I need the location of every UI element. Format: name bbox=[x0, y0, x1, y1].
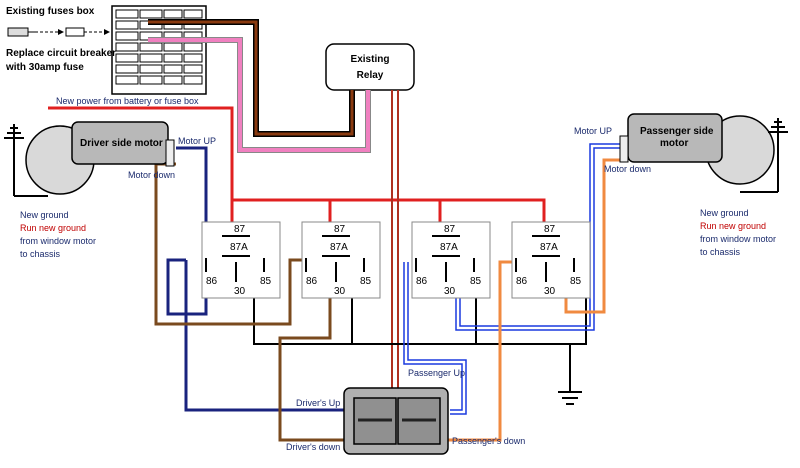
relay-3-pin-30: 30 bbox=[444, 286, 456, 297]
passenger-motor: Passenger side motor bbox=[619, 113, 788, 193]
passenger-ground-line2: Run new ground bbox=[700, 221, 766, 231]
relay-1-pin-86: 86 bbox=[206, 276, 218, 287]
fuse-box-title: Existing fuses box bbox=[6, 6, 95, 17]
passenger-motor-title-line1: Passenger side bbox=[640, 126, 714, 137]
relay-3-pin-87: 87 bbox=[444, 224, 456, 235]
relay-4-pin-30: 30 bbox=[544, 286, 556, 297]
relay-2-pin-87: 87 bbox=[334, 224, 346, 235]
relay-to-switch-wire bbox=[391, 90, 399, 388]
driver-up-wire bbox=[166, 146, 346, 412]
passenger-ground-line3: from window motor bbox=[700, 234, 776, 244]
passenger-motor-title-line2: motor bbox=[660, 138, 688, 149]
chassis-ground-icon bbox=[558, 391, 582, 405]
passenger-motor-up-label: Motor UP bbox=[574, 126, 612, 136]
relay-3-pin-86: 86 bbox=[416, 276, 428, 287]
existing-relay: Existing Relay bbox=[325, 43, 415, 91]
passengers-down-label: Passenger's down bbox=[452, 436, 525, 446]
relay-4-pin-85: 85 bbox=[570, 276, 582, 287]
breaker-note-line2: with 30amp fuse bbox=[5, 62, 84, 73]
fuse-to-relay-brown-wire bbox=[148, 19, 355, 137]
existing-relay-line1: Existing bbox=[351, 54, 390, 65]
passenger-ground-line4: to chassis bbox=[700, 247, 741, 257]
relay-2-pin-85: 85 bbox=[360, 276, 372, 287]
passenger-ground-line1: New ground bbox=[700, 208, 749, 218]
passenger-up-wire bbox=[403, 143, 620, 415]
existing-relay-line2: Relay bbox=[357, 70, 384, 81]
driver-motor-up-label: Motor UP bbox=[178, 136, 216, 146]
driver-ground-line2: Run new ground bbox=[20, 223, 86, 233]
driver-motor-down-label: Motor down bbox=[128, 170, 175, 180]
driver-ground-line4: to chassis bbox=[20, 249, 61, 259]
relay-4-pin-87a: 87A bbox=[540, 242, 558, 253]
relay-2-pin-30: 30 bbox=[334, 286, 346, 297]
relay-4-pin-86: 86 bbox=[516, 276, 528, 287]
relay-1-pin-30: 30 bbox=[234, 286, 246, 297]
relay-3-pin-87a: 87A bbox=[440, 242, 458, 253]
relay-2-pin-86: 86 bbox=[306, 276, 318, 287]
relay-1-pin-87: 87 bbox=[234, 224, 246, 235]
driver-ground-line1: New ground bbox=[20, 210, 69, 220]
drivers-up-label: Driver's Up bbox=[296, 398, 340, 408]
breaker-note-line1: Replace circuit breaker bbox=[6, 48, 116, 59]
circuit-breaker-icon bbox=[7, 27, 110, 37]
relay-2-pin-87a: 87A bbox=[330, 242, 348, 253]
relay-1-pin-87a: 87A bbox=[230, 242, 248, 253]
relay-4: 87 87A 86 30 85 bbox=[511, 221, 591, 299]
window-switch[interactable] bbox=[343, 387, 449, 455]
relay-1: 87 87A 86 30 85 bbox=[201, 221, 281, 299]
fuse-to-relay-pink-wire bbox=[148, 37, 371, 153]
passenger-up-label: Passenger Up bbox=[408, 368, 465, 378]
relay-3-pin-85: 85 bbox=[470, 276, 482, 287]
relay-2: 87 87A 86 30 85 bbox=[301, 221, 381, 299]
driver-ground-icon bbox=[4, 124, 48, 197]
driver-motor-title: Driver side motor bbox=[80, 138, 163, 149]
drivers-down-label: Driver's down bbox=[286, 442, 340, 452]
relay-4-pin-87: 87 bbox=[544, 224, 556, 235]
passenger-ground-icon bbox=[740, 118, 788, 193]
relay-3: 87 87A 86 30 85 bbox=[411, 221, 491, 299]
driver-motor: Driver side motor bbox=[4, 121, 175, 197]
power-label: New power from battery or fuse box bbox=[56, 96, 199, 106]
passenger-motor-down-label: Motor down bbox=[604, 164, 651, 174]
relay-1-pin-85: 85 bbox=[260, 276, 272, 287]
driver-ground-line3: from window motor bbox=[20, 236, 96, 246]
